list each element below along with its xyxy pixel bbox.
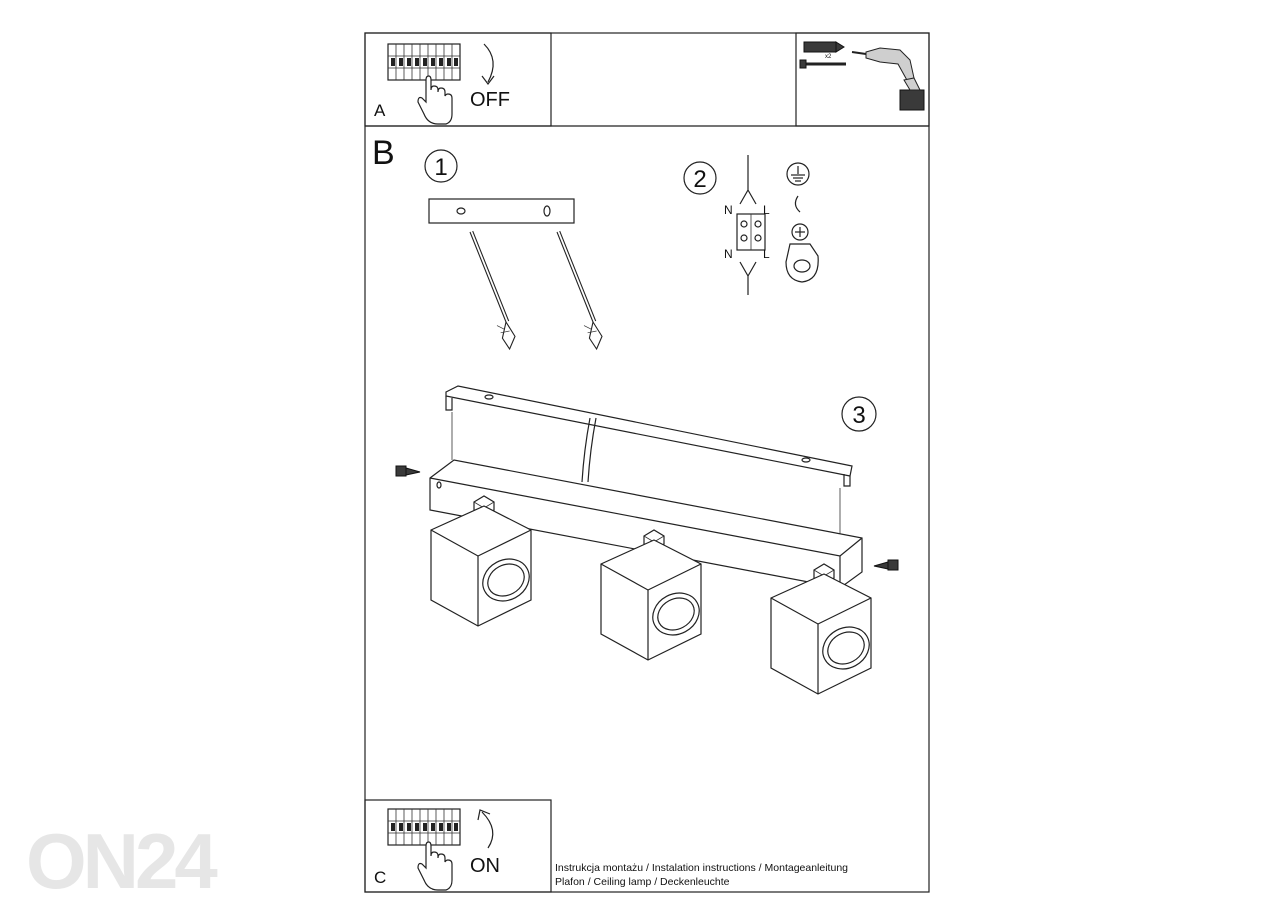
arrow-up-icon	[477, 809, 494, 849]
hand-icon	[417, 841, 453, 891]
step-2-badge	[683, 161, 717, 195]
mounting-bracket	[428, 198, 575, 224]
screw-icon	[799, 59, 846, 69]
panel-c-action: ON	[470, 855, 500, 877]
ceiling-bracket	[445, 385, 853, 487]
anchor-screw-right-icon	[556, 230, 603, 350]
drill-icon	[851, 47, 925, 111]
step-2: 2 N L N L	[683, 155, 819, 295]
step-3-number: 3	[852, 402, 865, 429]
step-3-badge	[841, 396, 877, 432]
step-1: 1	[424, 149, 603, 350]
watermark-logo: ON24	[26, 817, 217, 905]
fixing-screw-right-icon	[873, 559, 899, 571]
arrow-down-icon	[481, 43, 495, 85]
neutral-label-top: N	[724, 203, 733, 217]
ground-terminal-icon	[785, 195, 819, 283]
neutral-label-bottom: N	[724, 247, 733, 261]
anchor-screw-left-icon	[469, 230, 516, 350]
step-1-badge	[424, 149, 458, 183]
ground-symbol-icon	[786, 162, 810, 186]
live-label-bottom: L	[763, 247, 770, 261]
panel-a-action: OFF	[470, 89, 510, 111]
panel-b-letter: B	[372, 134, 395, 172]
fixing-screw-left-icon	[395, 465, 421, 477]
panel-b: B 1 2 N L N L	[372, 134, 899, 695]
panel-c-letter: C	[374, 868, 386, 887]
step-3: 3	[395, 385, 899, 695]
step-2-number: 2	[693, 166, 706, 193]
spotlight-3	[770, 563, 878, 695]
live-label-top: L	[763, 203, 770, 217]
wall-plug-icon	[803, 41, 845, 53]
panel-c: C ON	[364, 799, 552, 893]
panel-a-letter: A	[374, 101, 386, 120]
step-1-number: 1	[434, 154, 447, 181]
tools-quantity: x2	[825, 54, 832, 60]
footer-subtitle: Plafon / Ceiling lamp / Deckenleuchte	[555, 876, 730, 888]
lamp-canopy	[429, 459, 863, 589]
terminal-block	[736, 155, 766, 295]
footer-title: Instrukcja montażu / Instalation instruc…	[555, 862, 848, 874]
tools-panel: x2	[795, 32, 930, 127]
power-cable	[581, 417, 597, 483]
panel-a: A OFF	[364, 32, 552, 127]
page-border	[364, 32, 930, 893]
hand-icon	[417, 75, 453, 125]
